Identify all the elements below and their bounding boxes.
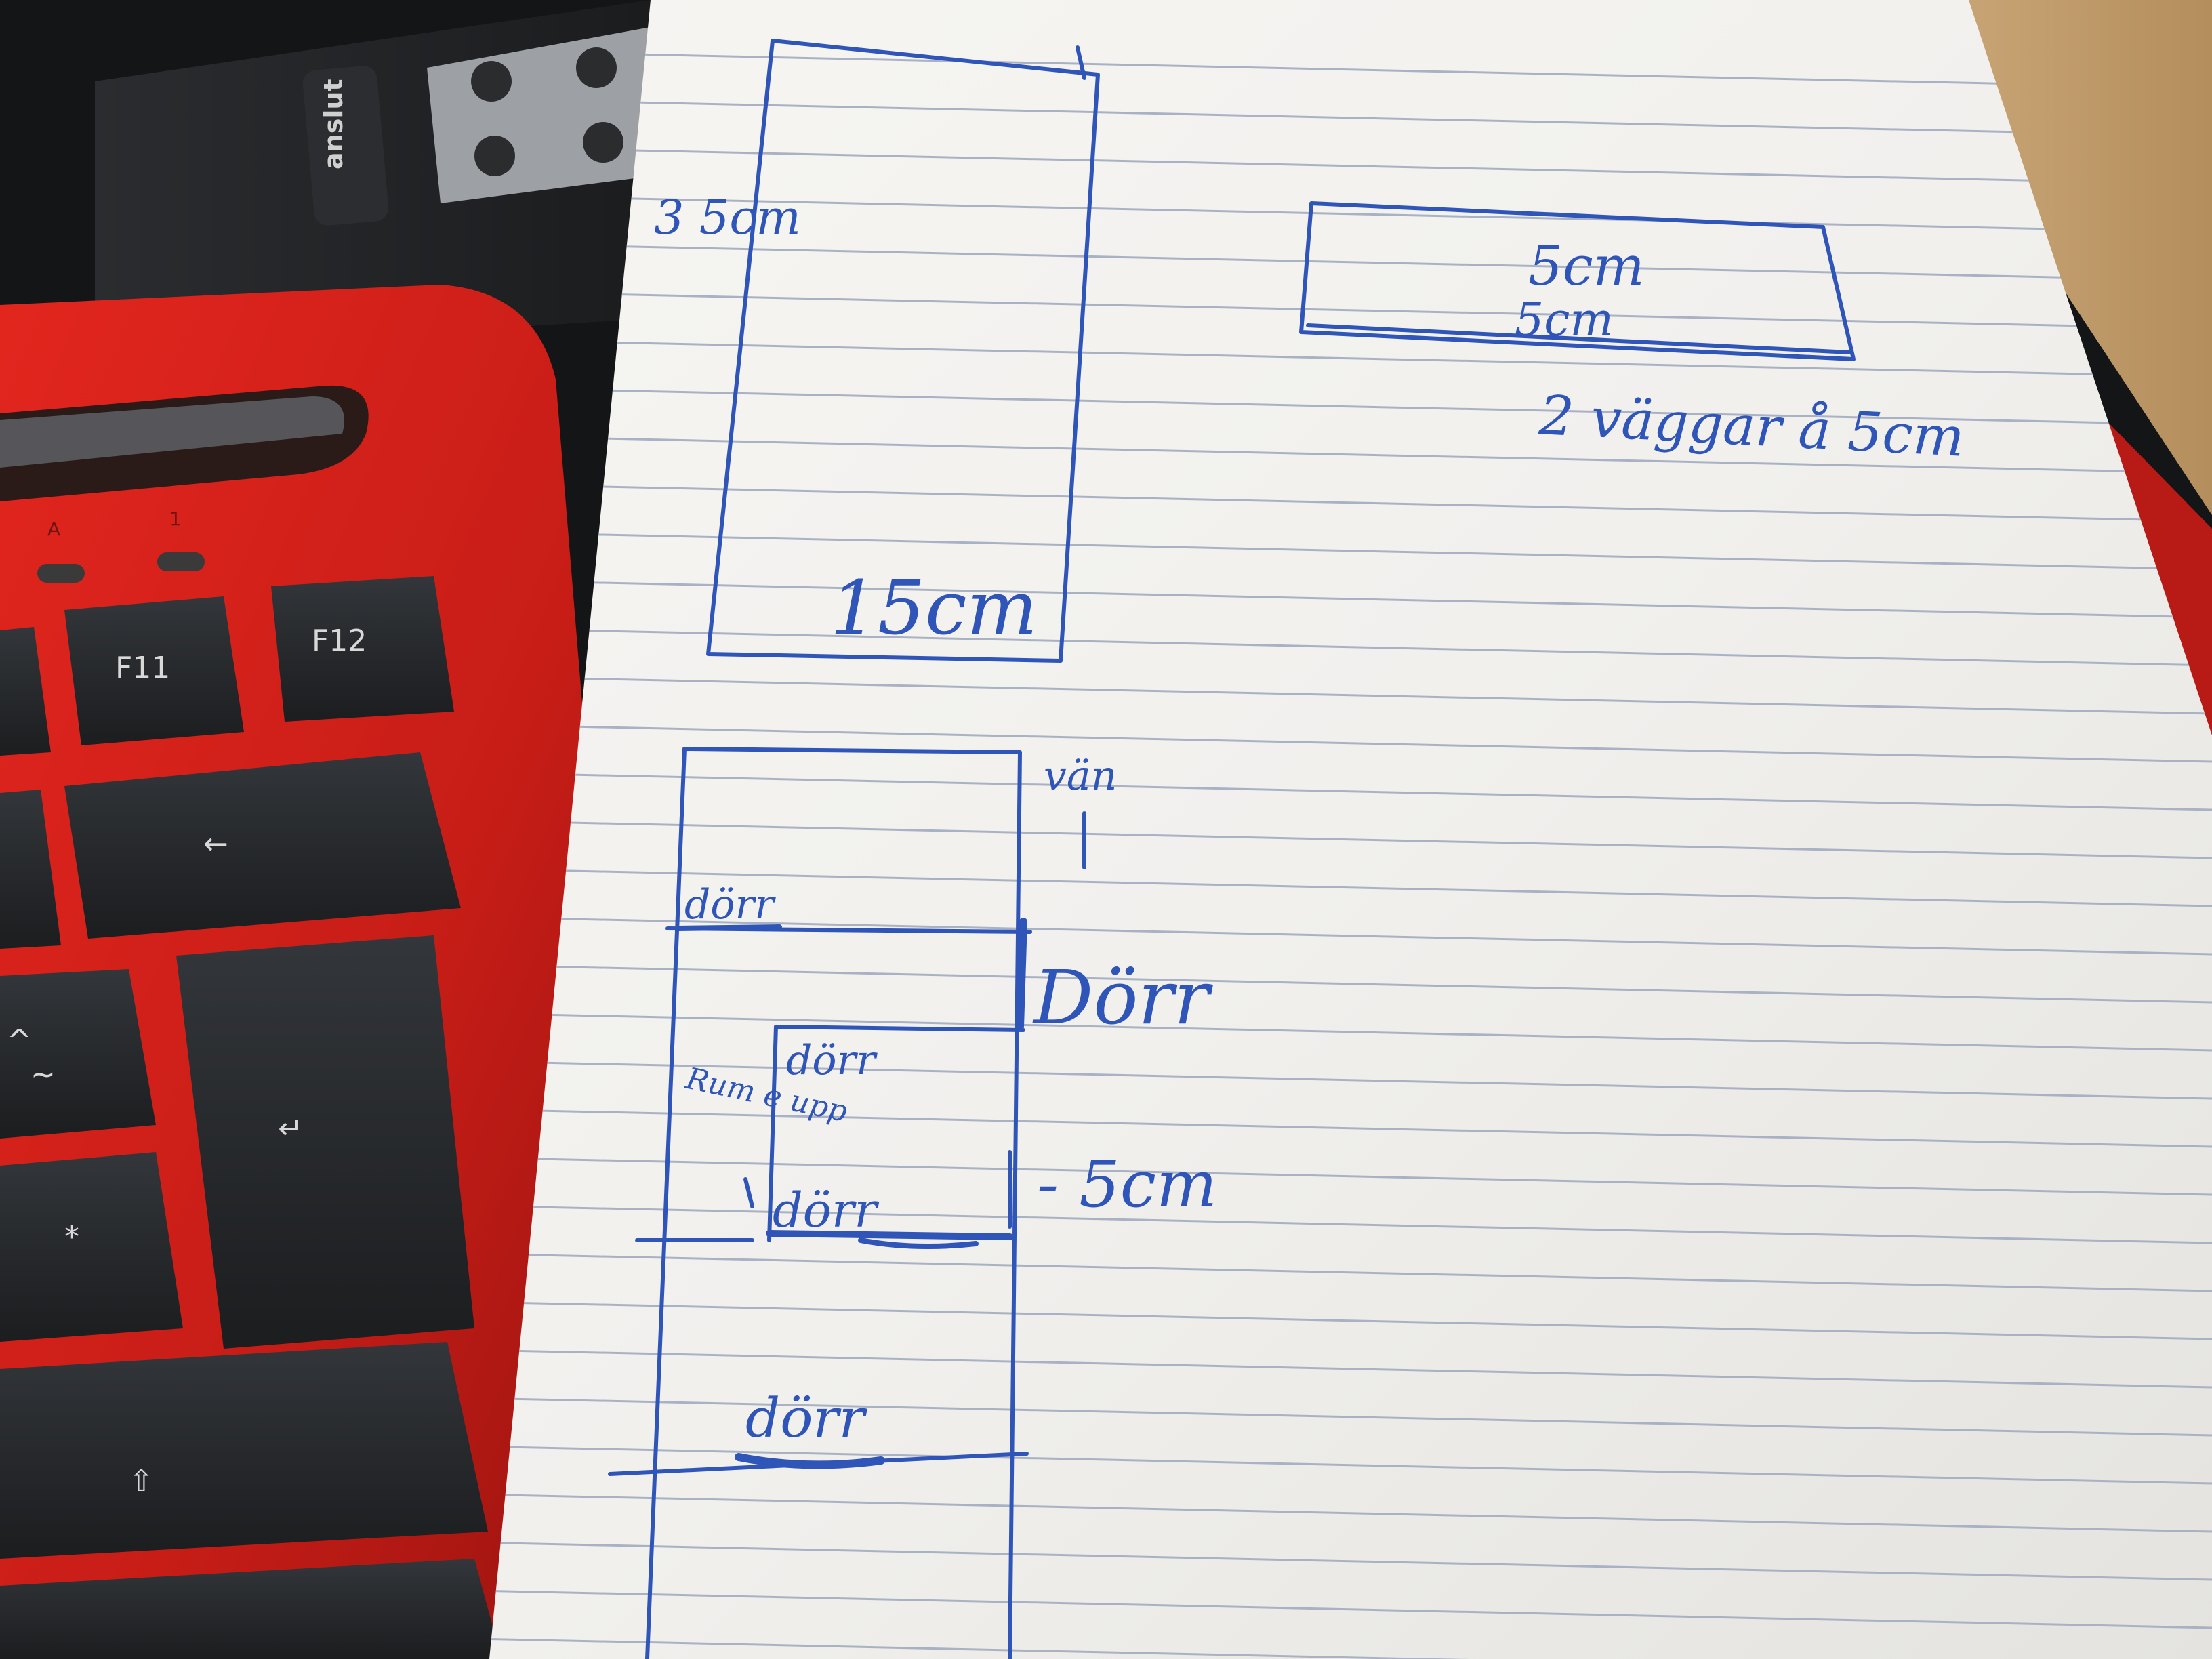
label-small-top: 5cm bbox=[1528, 234, 1645, 298]
ruled-line bbox=[489, 483, 2212, 523]
ruled-line bbox=[489, 1637, 2212, 1659]
ruled-line bbox=[489, 1108, 2212, 1148]
key-backspace[interactable]: ← bbox=[64, 752, 461, 939]
label-small-mid: 5cm bbox=[1515, 293, 1614, 347]
label-door-bottom: dörr bbox=[745, 1387, 868, 1450]
ruled-line bbox=[489, 964, 2212, 1004]
ruled-line bbox=[489, 627, 2212, 667]
sketch-door-underline bbox=[675, 924, 782, 931]
ruled-line bbox=[489, 290, 2212, 330]
key-f12[interactable]: F12 bbox=[271, 576, 454, 722]
key-partial-left[interactable] bbox=[0, 627, 51, 756]
ruled-line bbox=[489, 1060, 2212, 1100]
ruled-line bbox=[489, 531, 2212, 571]
sketch-tall-box-tick bbox=[1076, 45, 1086, 80]
sketch-tall-box bbox=[706, 39, 1100, 663]
device-button[interactable] bbox=[583, 122, 623, 163]
ruled-line bbox=[489, 242, 2212, 282]
ruled-line bbox=[489, 1349, 2212, 1389]
sketch-inner-box-left bbox=[767, 1025, 778, 1242]
svg-text:~: ~ bbox=[30, 1057, 56, 1092]
ruled-line bbox=[489, 1252, 2212, 1292]
ruled-line bbox=[489, 916, 2212, 956]
sketch-underline-bottom bbox=[735, 1453, 885, 1469]
svg-text:*: * bbox=[64, 1220, 79, 1254]
sketch-door-mark bbox=[1016, 918, 1027, 1031]
ruled-line bbox=[489, 1204, 2212, 1244]
device-brand-label: anslut bbox=[319, 79, 348, 169]
sketch-small-box bbox=[1299, 201, 1856, 361]
label-tall-bottom: 15cm bbox=[830, 565, 1038, 651]
led-label: 1 bbox=[169, 508, 182, 530]
svg-text:⇧: ⇧ bbox=[129, 1464, 154, 1498]
label-right-measure: - 5cm bbox=[1037, 1147, 1217, 1222]
ruled-line bbox=[489, 338, 2212, 378]
label-door-top: dörr bbox=[684, 881, 776, 928]
led-indicator bbox=[157, 552, 205, 571]
key-shift[interactable]: ⇧ bbox=[0, 1342, 488, 1559]
ruled-line bbox=[489, 386, 2212, 426]
ruled-line bbox=[489, 1156, 2212, 1196]
ruled-line bbox=[489, 579, 2212, 619]
ruled-line bbox=[489, 1397, 2212, 1437]
ruled-line bbox=[489, 867, 2212, 907]
ruled-line bbox=[489, 1589, 2212, 1629]
sketch-underline bbox=[858, 1237, 979, 1249]
sketch-inner-box-bottom bbox=[766, 1230, 1013, 1240]
ruled-line bbox=[489, 1493, 2212, 1533]
key-f11[interactable]: F11 bbox=[64, 596, 244, 745]
key-caret-tilde[interactable]: ^ ~ bbox=[0, 969, 156, 1139]
keyboard-handle-inner bbox=[0, 396, 344, 468]
key-backspace-partial[interactable] bbox=[0, 790, 61, 949]
ruled-line bbox=[489, 1541, 2212, 1581]
svg-text:↵: ↵ bbox=[278, 1111, 303, 1146]
label-door-inner-top: dörr bbox=[786, 1037, 878, 1084]
hand-sketch bbox=[608, 39, 1856, 1659]
ruled-line bbox=[489, 434, 2212, 474]
svg-text:F11: F11 bbox=[115, 651, 170, 685]
label-cabinet-top-right: vän bbox=[1044, 752, 1117, 800]
device-button[interactable] bbox=[471, 61, 512, 102]
ruled-line bbox=[489, 1012, 2212, 1052]
anslut-device: anslut bbox=[95, 0, 651, 352]
ruled-line bbox=[489, 1445, 2212, 1485]
svg-text:^: ^ bbox=[7, 1023, 32, 1058]
device-button[interactable] bbox=[474, 136, 515, 176]
ruled-line bbox=[489, 49, 2212, 89]
ruled-line bbox=[489, 723, 2212, 763]
label-door-inner-bottom: dörr bbox=[773, 1183, 879, 1238]
sketch-inner-box-top bbox=[774, 1025, 1025, 1032]
ruled-line bbox=[489, 675, 2212, 715]
label-tall-side: 3 5cm bbox=[654, 190, 801, 245]
notebook-paper bbox=[489, 0, 2212, 1659]
ruled-line bbox=[489, 1300, 2212, 1340]
ruled-line bbox=[489, 194, 2212, 234]
ruled-lines bbox=[489, 49, 2212, 1659]
red-keyboard: A 1 F11 F12 ← ↵ ^ ~ bbox=[0, 285, 583, 1659]
sketch-cabinet-right-wall bbox=[682, 747, 1022, 1659]
svg-text:F12: F12 bbox=[312, 623, 367, 658]
ruled-line bbox=[489, 146, 2212, 186]
key-bottom-row[interactable] bbox=[0, 1559, 501, 1659]
sketch-small-stroke bbox=[743, 1177, 754, 1208]
sketch-cabinet-left-wall bbox=[645, 747, 687, 1659]
device-button[interactable] bbox=[576, 47, 617, 88]
ruled-line bbox=[489, 819, 2212, 859]
svg-text:←: ← bbox=[203, 827, 228, 861]
led-indicator bbox=[37, 564, 85, 583]
label-door-right: Dörr bbox=[1032, 954, 1214, 1041]
key-enter[interactable]: ↵ bbox=[176, 935, 474, 1349]
sketch-small-box-base bbox=[1306, 323, 1852, 354]
key-asterisk[interactable]: * bbox=[0, 1152, 183, 1342]
led-label: A bbox=[47, 518, 60, 540]
ruled-line bbox=[489, 771, 2212, 811]
